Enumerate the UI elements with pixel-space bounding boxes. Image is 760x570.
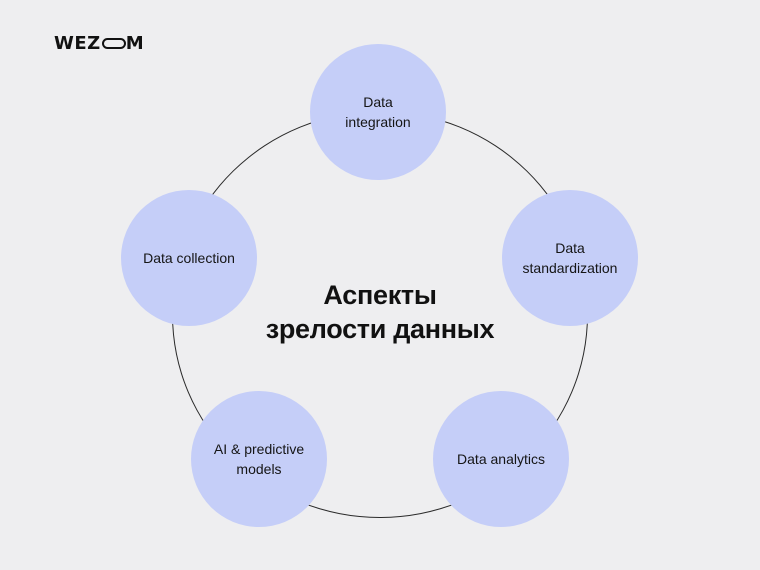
node-data-standardization: Data standardization [502,190,638,326]
logo-o-mark-icon [101,38,126,49]
node-label-line2: standardization [522,260,618,276]
node-data-integration: Data integration [310,44,446,180]
node-data-collection: Data collection [121,190,257,326]
node-label-line1: Data collection [143,250,235,266]
node-ai-predictive-models: AI & predictive models [191,391,327,527]
node-label-line1: AI & predictive [213,441,305,457]
node-data-analytics: Data analytics [433,391,569,527]
node-label-line1: Data [363,94,393,110]
diagram-title: Аспекты зрелости данных [230,278,530,346]
logo-text: WEZ [54,33,101,54]
title-line1: Аспекты [323,280,437,310]
node-label-line1: Data [555,240,585,256]
node-label-line1: Data analytics [457,451,545,467]
title-line2: зрелости данных [265,314,495,344]
node-label-line2: integration [345,114,411,130]
logo-text-suffix: M [125,33,145,54]
node-label-line2: models [236,461,282,477]
wezom-logo[interactable]: WEZ M [54,33,144,54]
